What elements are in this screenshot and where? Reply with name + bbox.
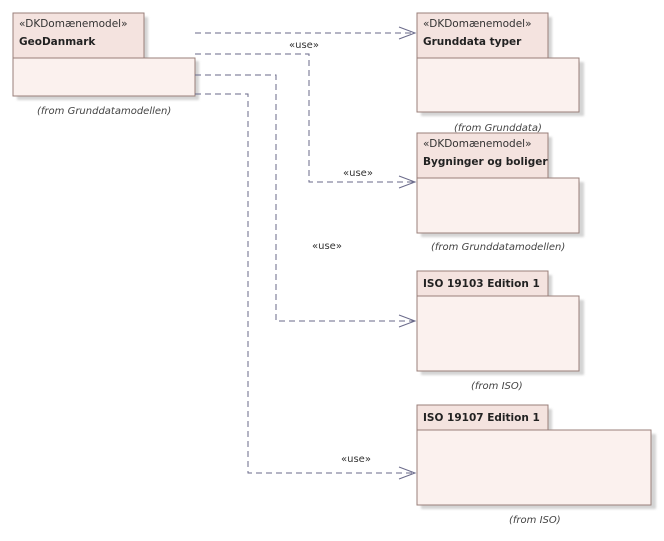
- package-origin: (from Grunddata): [454, 123, 542, 134]
- package-name: Grunddata typer: [423, 36, 522, 48]
- package-origin: (from Grunddatamodellen): [431, 242, 565, 253]
- package-iso-19103[interactable]: ISO 19103 Edition 1: [416, 270, 584, 375]
- package-origin: (from Grunddatamodellen): [37, 106, 171, 117]
- package-tab: [416, 132, 549, 179]
- package-stereotype: «DKDomænemodel»: [423, 138, 532, 150]
- package-name: ISO 19107 Edition 1: [423, 412, 540, 424]
- package-name: Bygninger og boliger: [423, 156, 548, 168]
- package-body: [12, 57, 196, 97]
- package-geodanmark[interactable]: «DKDomænemodel» GeoDanmark: [12, 12, 199, 100]
- package-name: GeoDanmark: [19, 36, 96, 48]
- dependency-to-grunddata-typer[interactable]: [195, 26, 417, 40]
- package-grunddata-typer[interactable]: «DKDomænemodel» Grunddata typer: [416, 12, 584, 116]
- package-name: ISO 19103 Edition 1: [423, 278, 540, 290]
- package-stereotype: «DKDomænemodel»: [423, 18, 532, 30]
- dependency-to-iso-19107[interactable]: [195, 93, 417, 480]
- package-body: [416, 295, 580, 372]
- edge-label: «use»: [312, 241, 342, 252]
- package-tab: [416, 12, 549, 59]
- package-bygninger-og-boliger[interactable]: «DKDomænemodel» Bygninger og boliger: [416, 132, 584, 237]
- dependency-to-iso-19103[interactable]: [195, 74, 417, 328]
- edge-label: «use»: [289, 40, 319, 51]
- dependency-to-bygninger-og-boliger[interactable]: [195, 53, 417, 189]
- package-tab: [416, 404, 549, 431]
- package-body: [416, 57, 580, 113]
- package-body: [416, 177, 580, 234]
- package-body: [416, 429, 652, 506]
- package-origin: (from ISO): [509, 515, 561, 526]
- edge-label: «use»: [343, 168, 373, 179]
- package-stereotype: «DKDomænemodel»: [19, 18, 128, 30]
- package-tab: [416, 270, 549, 297]
- edge-label: «use»: [341, 454, 371, 465]
- package-origin: (from ISO): [471, 381, 523, 392]
- package-iso-19107[interactable]: ISO 19107 Edition 1: [416, 404, 656, 509]
